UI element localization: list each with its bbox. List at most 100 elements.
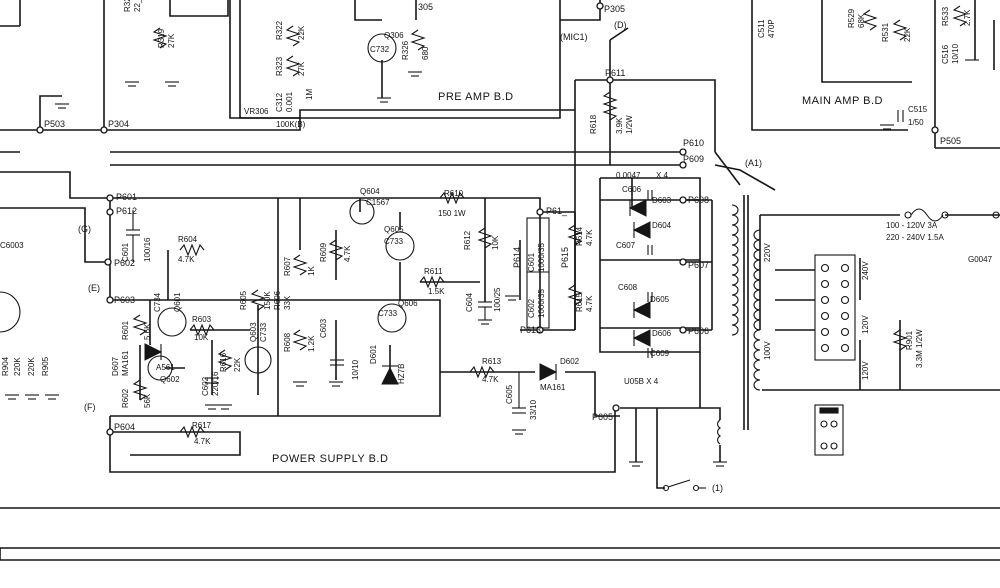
diode-d605 [632,301,651,319]
component-label: Q606 [398,299,418,308]
component-label: D604 [652,221,672,230]
point-p606: P606 [688,326,709,336]
component-label: Q306 [384,31,404,40]
component-label: 120V [861,315,870,334]
component-label: C606 [622,185,642,194]
component-label: 1M [305,89,314,100]
component-label: C516 [941,44,950,64]
point-p612: P612 [116,206,137,216]
capacitor-c606 [647,190,653,200]
component-label: 10K [491,235,500,250]
component-label: 100V [763,341,772,360]
diode-d604 [632,221,651,239]
resistor-r529 [862,9,878,31]
labels: PRE AMP B.D MAIN AMP B.D POWER SUPPLY B.… [0,0,993,493]
marker-a1: (A1) [745,158,762,168]
component-label: R601 [121,320,130,340]
diode-d602 [539,363,558,381]
component-label: 220V [763,243,772,262]
component-label: C6003 [0,241,24,250]
component-label: R617 [192,421,212,430]
component-label: R533 [941,6,950,26]
marker-mic1: (MIC1) [560,32,588,42]
transistor-q604 [349,199,375,225]
resistor-r533 [952,5,968,27]
switch-label: (1) [712,483,723,493]
transistor-q606 [377,303,407,333]
component-label: C605 [505,384,514,404]
component-label: 4.7K [482,375,499,384]
point-p614: P614 [512,247,522,268]
capacitor-c515 [897,110,904,122]
resistor-r603 [189,323,215,337]
component-label: 100/25 [493,287,502,312]
component-label: 10K [194,333,209,342]
component-label: 100K(B) [276,120,306,129]
resistor-r901 [892,329,908,351]
component-label: 100/16 [143,237,152,262]
component-label: Q603 [249,322,258,342]
point-p601: P601 [116,192,137,202]
component-label: R609 [319,242,328,262]
component-label: R326 [401,40,410,60]
wiring [0,0,1000,561]
point-p61x: P61_ [546,206,568,216]
component-label: R618 [589,114,598,134]
component-label: C733 [259,322,268,342]
transistor-q306 [367,33,397,63]
resistor-r617 [179,425,205,439]
component-label: R602 [121,388,130,408]
component-label: 4.7K [585,229,594,246]
zener-d601 [381,365,399,385]
component-label: 0.001 [285,91,294,112]
resistor-r604 [179,243,205,257]
component-label: 4.7K [343,245,352,262]
component-label: 5.6K [143,323,152,340]
component-label: 4.7K [178,255,195,264]
resistor-r618 [602,91,618,121]
transistor-q601 [157,307,187,337]
component-label: X 4 [656,171,669,180]
component-label: R616 [219,352,228,372]
resistor-r611 [419,275,445,289]
resistor-r326 [410,29,426,51]
component-label: 10/10 [351,359,360,380]
component-label: C603 [319,318,328,338]
connection-points [36,2,939,436]
component-label: U05B X 4 [624,377,659,386]
component-label: C602 [527,298,536,318]
component-label: R613 [482,357,502,366]
component-label: A561 [156,363,175,372]
power-switch [662,479,706,492]
component-label: MA161 [540,383,566,392]
resistor-r605 [250,289,266,311]
transistor-q602 [147,355,173,381]
component-label: 1000/35 [537,243,546,272]
component-label: C604 [465,292,474,312]
point-p602: P602 [114,258,135,268]
component-label: 4.7K [585,295,594,312]
transistor-q605 [385,231,415,261]
component-label: R531 [881,22,890,42]
diode-d606 [632,329,651,347]
marker-g: (G) [78,224,91,234]
component-label: VR306 [244,107,269,116]
capacitor-c607 [647,245,653,255]
resistor-r607 [292,254,308,276]
capacitor-c608 [647,292,653,302]
point-p609: P609 [683,154,704,164]
component-label: 0.0047 [616,171,641,180]
component-label: 1/50 [908,118,924,127]
pre-amp-board-label: PRE AMP B.D [438,91,514,103]
resistor-r319 [152,27,168,49]
voltage-selector [814,254,856,361]
marker-e: (E) [88,283,100,293]
marker-f: (F) [84,402,96,412]
component-label: 3.9K [615,117,624,134]
component-label: R615 [575,292,584,312]
component-label: C607 [616,241,636,250]
component-label: 1.5K [428,287,445,296]
component-label: 68K [857,13,866,28]
component-label: R323 [275,56,284,76]
point-p505: P505 [940,136,961,146]
